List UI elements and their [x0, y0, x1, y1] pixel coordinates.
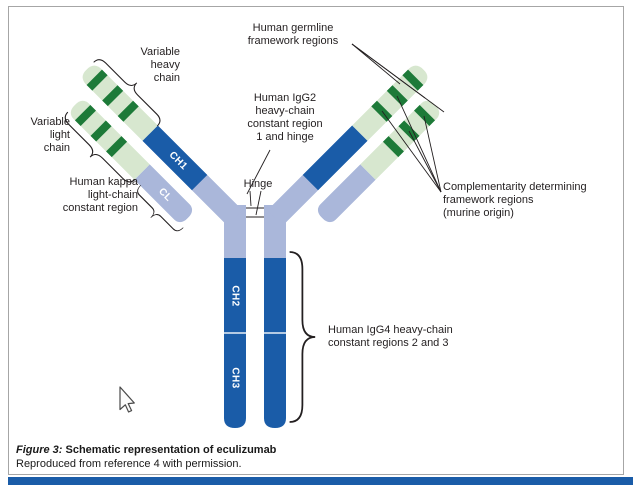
- segment-label-ch2: CH2: [229, 285, 241, 307]
- label-igg2-constant: Human IgG2 heavy-chain constant region 1…: [247, 92, 323, 143]
- label-cdr: Complementarity determining framework re…: [443, 181, 587, 219]
- figure-caption: Figure 3: Schematic representation of ec…: [16, 443, 276, 471]
- pointer-cdr: [381, 110, 442, 193]
- pointer-cdr: [408, 130, 442, 193]
- brace-igg4-constant: [288, 251, 317, 423]
- label-germline-framework: Human germline framework regions: [247, 22, 339, 47]
- pointer-cdr: [396, 95, 442, 193]
- caption-figure-title: Schematic representation of eculizumab: [62, 444, 277, 456]
- left-stem-ch2-ch3: [224, 258, 246, 428]
- caption-figure-label: Figure 3:: [16, 444, 63, 456]
- label-variable-heavy: Variable heavy chain: [140, 46, 180, 84]
- pointer-hinge: [255, 190, 262, 216]
- pointer-cdr: [423, 115, 442, 193]
- label-kappa-constant: Human kappa light-chain constant region: [62, 176, 138, 214]
- pointer-germline: [351, 43, 401, 85]
- figure-border: [8, 6, 624, 475]
- label-hinge: Hinge: [243, 178, 273, 190]
- pointer-hinge: [249, 190, 252, 207]
- caption-line-1: Figure 3: Schematic representation of ec…: [16, 443, 276, 457]
- pointer-germline: [351, 43, 445, 113]
- mouse-cursor-icon: [119, 386, 135, 413]
- pointer-igg2: [246, 149, 271, 195]
- right-stem-ch2-ch3: [264, 258, 286, 428]
- caption-credit: Reproduced from reference 4 with permiss…: [16, 458, 242, 470]
- label-igg4-constant: Human IgG4 heavy-chain constant regions …: [328, 324, 453, 349]
- segment-label-ch3: CH3: [229, 367, 241, 389]
- label-variable-light: Variable light chain: [30, 116, 70, 154]
- page-footer-bar: [8, 477, 633, 485]
